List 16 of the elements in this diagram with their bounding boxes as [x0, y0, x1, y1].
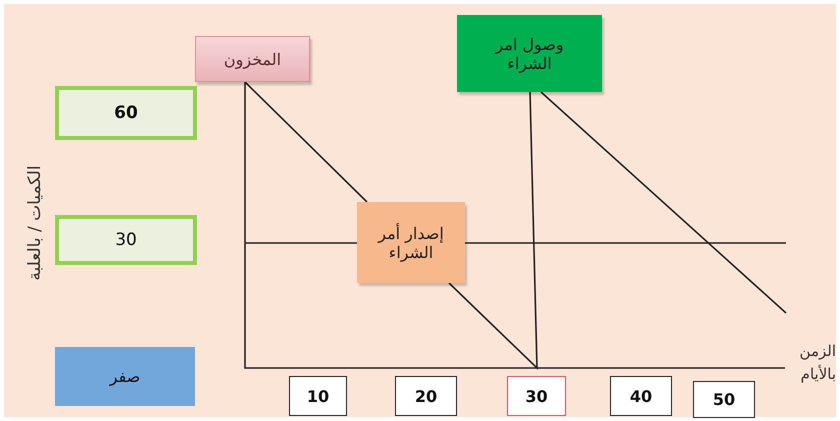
stock-box: المخزون	[195, 36, 310, 82]
day-box: 40	[610, 376, 672, 416]
quantity-box: 30	[55, 215, 197, 265]
day-box: 10	[289, 376, 347, 416]
inventory-line	[448, 92, 538, 370]
day-box: 20	[395, 376, 457, 416]
inventory-line	[540, 91, 787, 314]
axis-title: الزمن بالأيام	[798, 341, 836, 385]
zero-box: صفر	[55, 347, 195, 406]
quantity-box: 60	[55, 86, 197, 140]
day-box: 30	[507, 376, 566, 416]
inventory-line	[244, 81, 368, 203]
order-issue-box: إصدار أمر الشراء	[357, 202, 465, 283]
day-box: 50	[693, 381, 755, 418]
axis-title: الكميات / بالعلبة	[25, 165, 45, 281]
order-arrival-box: وصول امر الشراء	[457, 15, 602, 92]
